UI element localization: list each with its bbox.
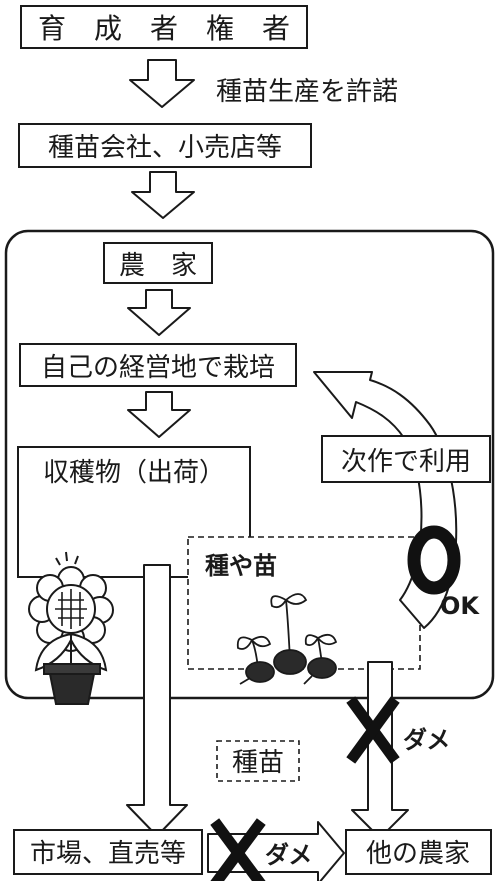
cultivate-box: 自己の経営地で栽培	[19, 343, 297, 387]
seed-company-box: 種苗会社、小売店等	[18, 123, 312, 168]
down-arrow-1	[129, 59, 195, 108]
permission-label: 種苗生産を許諾	[216, 77, 398, 107]
farmer-box: 農 家	[103, 242, 213, 284]
seeds-seedlings-label: 種や苗	[205, 552, 277, 580]
breeder-label: 育 成 者 権 者	[38, 12, 290, 45]
seed-company-label: 種苗会社、小売店等	[48, 133, 282, 163]
farmer-region	[4, 229, 495, 700]
down-arrow-2	[131, 171, 195, 219]
ng-label-2: ダメ	[265, 841, 312, 869]
market-label: 市場、直売等	[30, 839, 186, 869]
flower-pot-illustration	[28, 551, 114, 705]
breeder-box: 育 成 者 権 者	[20, 5, 308, 49]
market-box: 市場、直売等	[13, 829, 203, 875]
seedling-label: 種苗	[232, 748, 284, 778]
other-farmers-box: 他の農家	[345, 829, 492, 875]
ng-mark-2: ダメ	[210, 818, 312, 881]
harvest-to-market-arrow	[126, 564, 188, 837]
cultivate-label: 自己の経営地で栽培	[41, 353, 275, 383]
seedlings-to-others-arrow	[351, 661, 409, 839]
seedling-label-box: 種苗	[216, 740, 300, 782]
ok-mark: OK	[407, 525, 480, 620]
down-arrow-3	[127, 289, 191, 336]
down-arrow-4	[127, 391, 191, 438]
ng-label-1: ダメ	[403, 726, 450, 754]
ng-mark-1: ダメ	[346, 696, 450, 764]
seedlings-illustration	[236, 593, 338, 685]
next-crop-label: 次作で利用	[341, 447, 471, 477]
ok-label: OK	[440, 592, 480, 620]
farmer-label: 農 家	[119, 251, 197, 281]
next-crop-box: 次作で利用	[321, 435, 491, 483]
harvest-label: 収穫物（出荷）	[43, 458, 225, 488]
seeds-seedlings-box: 種や苗	[187, 536, 421, 670]
other-farmers-label: 他の農家	[366, 839, 470, 869]
